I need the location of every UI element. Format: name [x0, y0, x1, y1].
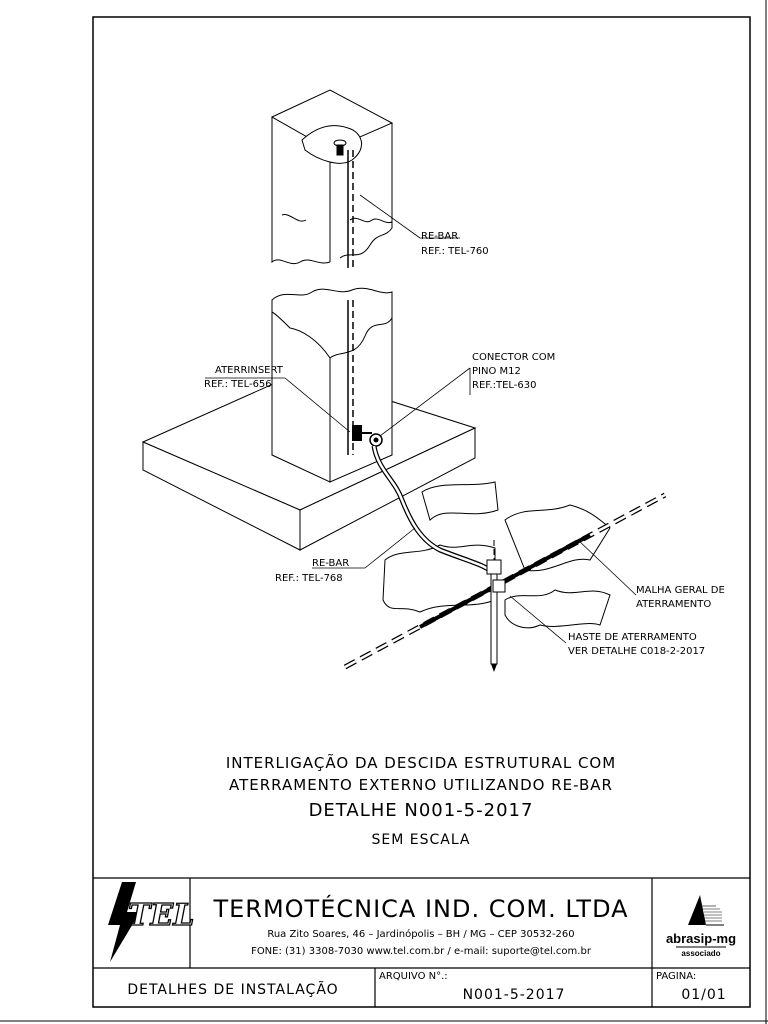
label-haste-2: VER DETALHE C018-2-2017	[568, 646, 705, 657]
caption-detail: DETALHE N001-5-2017	[309, 800, 534, 821]
caption-scale: SEM ESCALA	[371, 832, 470, 848]
label-conector-3: REF.:TEL-630	[472, 380, 536, 391]
arquivo-label: ARQUIVO N°.:	[379, 971, 448, 982]
ground-rod	[486, 540, 506, 672]
company-name: TERMOTÉCNICA IND. COM. LTDA	[212, 894, 628, 923]
label-conector-1: CONECTOR COM	[472, 352, 555, 363]
caption-line1: INTERLIGAÇÃO DA DESCIDA ESTRUTURAL COM	[226, 753, 616, 772]
caption-line2: ATERRAMENTO EXTERNO UTILIZANDO RE-BAR	[229, 776, 613, 794]
label-aterrinsert-1: ATERRINSERT	[215, 365, 284, 376]
drawing-title-value: DETALHES DE INSTALAÇÃO	[127, 981, 338, 998]
upper-column	[270, 89, 394, 268]
assoc-sub: associado	[681, 949, 720, 958]
label-rebar-bottom-2: REF.: TEL-768	[275, 573, 343, 584]
lower-column	[271, 287, 393, 483]
label-malha-2: ATERRAMENTO	[636, 599, 711, 610]
assoc-name: abrasip-mg	[666, 931, 736, 946]
company-contact: FONE: (31) 3308-7030 www.tel.com.br / e-…	[251, 946, 592, 957]
label-rebar-top-2: REF.: TEL-760	[421, 246, 489, 257]
svg-text:TEL: TEL	[128, 898, 194, 933]
company-address: Rua Zito Soares, 46 – Jardinópolis – BH …	[267, 928, 574, 940]
pagina-label: PAGINA:	[656, 971, 696, 982]
label-conector-2: PINO M12	[472, 366, 521, 377]
label-rebar-top-1: RE-BAR	[421, 231, 458, 242]
aterrinsert-connector	[352, 425, 383, 447]
title-block	[93, 877, 750, 1007]
label-aterrinsert-2: REF.: TEL-656	[204, 379, 272, 390]
label-haste-1: HASTE DE ATERRAMENTO	[568, 632, 697, 643]
sheet-border	[92, 16, 751, 1008]
abrasip-logo	[688, 895, 724, 926]
label-malha-1: MALHA GERAL DE	[636, 585, 725, 596]
tel-logo: TEL	[108, 882, 195, 962]
arquivo-value: N001-5-2017	[463, 987, 566, 1003]
label-rebar-bottom-1: RE-BAR	[312, 558, 349, 569]
pagina-value: 01/01	[681, 987, 726, 1003]
